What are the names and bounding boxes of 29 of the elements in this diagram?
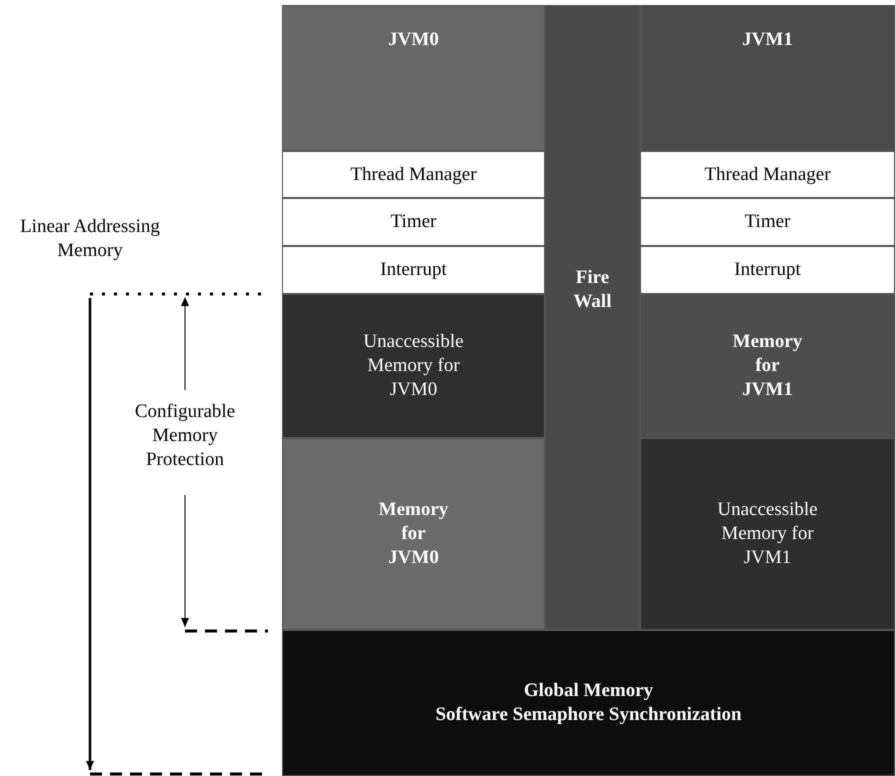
block-label: JVM0 — [388, 28, 439, 52]
block-label: Thread Manager — [350, 162, 477, 186]
block-label: Unaccessible Memory for JVM0 — [362, 330, 465, 402]
memory-block — [282, 438, 545, 630]
system-block — [282, 5, 545, 151]
block-label: Memory for JVM1 — [732, 330, 804, 402]
memory-block — [282, 294, 545, 438]
system-block — [640, 246, 895, 294]
system-block — [640, 198, 895, 246]
system-block — [640, 151, 895, 198]
block-label: Thread Manager — [704, 162, 831, 186]
block-label: Unaccessible Memory for JVM1 — [716, 498, 819, 570]
memory-block — [640, 294, 895, 438]
block-label: Memory for JVM0 — [378, 498, 450, 570]
block-label: Timer — [744, 210, 790, 234]
block-label: Interrupt — [734, 258, 801, 282]
system-block — [640, 5, 895, 151]
system-block — [282, 198, 545, 246]
memory-block — [640, 438, 895, 630]
firewall-bar — [545, 5, 640, 630]
block-label: Software Semaphore Synchronization — [435, 703, 742, 727]
block-label: Fire Wall — [572, 266, 612, 314]
block-label: Interrupt — [380, 258, 447, 282]
memory-block — [282, 630, 895, 776]
system-block — [282, 151, 545, 198]
system-block — [282, 246, 545, 294]
block-label: JVM1 — [742, 28, 793, 52]
block-label: Global Memory — [524, 679, 654, 703]
block-label: Timer — [390, 210, 436, 234]
